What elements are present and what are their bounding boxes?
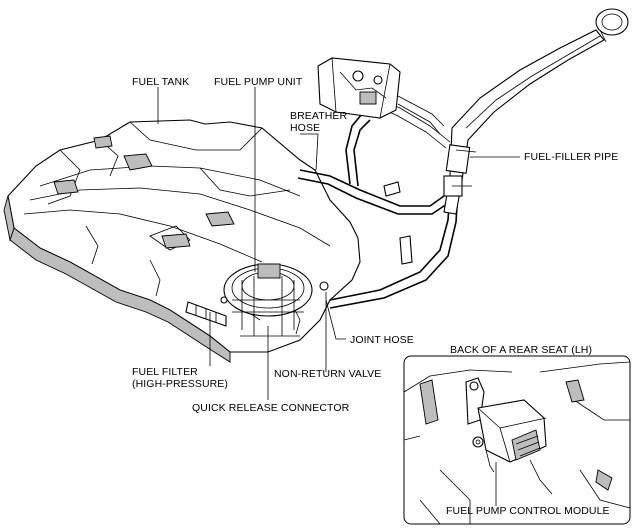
label-joint-hose: JOINT HOSE (350, 334, 414, 346)
canister-bracket-drawing (317, 57, 445, 135)
fuel-filler-pipe-drawing (443, 8, 629, 215)
label-fuel-pump-unit: FUEL PUMP UNIT (214, 76, 303, 88)
leader-lines (157, 87, 520, 506)
hoses-drawing (297, 95, 459, 309)
fuel-tank-drawing (3, 119, 361, 363)
label-fuel-tank: FUEL TANK (132, 76, 190, 88)
label-non-return-valve: NON-RETURN VALVE (274, 368, 382, 380)
label-fuel-pump-control-module: FUEL PUMP CONTROL MODULE (446, 505, 610, 517)
label-fuel-filter: FUEL FILTER (HIGH-PRESSURE) (132, 366, 229, 390)
rear-seat-inset-drawing (403, 355, 631, 525)
label-fuel-filler-pipe: FUEL-FILLER PIPE (524, 151, 619, 163)
label-back-of-rear-seat: BACK OF A REAR SEAT (LH) (450, 344, 593, 356)
label-quick-release-connector: QUICK RELEASE CONNECTOR (192, 402, 350, 414)
label-breather-hose: BREATHER HOSE (290, 110, 348, 134)
fuel-filter-drawing (185, 301, 227, 327)
fuel-pump-unit-drawing (220, 263, 329, 337)
